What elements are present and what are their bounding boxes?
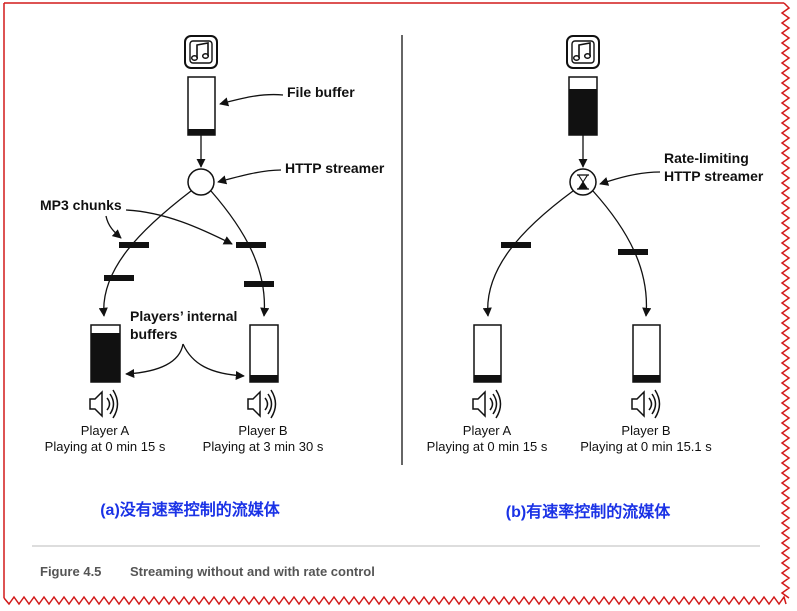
internal-buffers-label-line2: buffers <box>130 326 178 342</box>
http-streamer-node <box>187 168 215 196</box>
speaker-icon <box>89 389 119 419</box>
right-caption: (b)有速率控制的流媒体 <box>506 502 671 521</box>
speaker-icon <box>247 389 277 419</box>
player-a-status: Playing at 0 min 15 s <box>45 439 166 454</box>
left-panel: File buffer HTTP streamer MP3 chunks Pla… <box>40 35 385 519</box>
mp3-chunk <box>236 242 266 248</box>
player-a-name: Player A <box>463 423 512 438</box>
rate-limiting-streamer-node <box>569 168 597 196</box>
http-streamer-label: HTTP streamer <box>285 160 385 176</box>
player-b-name: Player B <box>238 423 287 438</box>
file-buffer-fill <box>569 89 597 135</box>
mp3-chunk <box>501 242 531 248</box>
file-buffer-fill <box>188 129 215 135</box>
music-file-icon <box>184 35 218 69</box>
music-file-icon <box>566 35 600 69</box>
file-buffer <box>187 76 216 136</box>
player-a-buffer-fill <box>474 375 501 382</box>
mp3-chunk <box>244 281 274 287</box>
rate-limiting-label-line1: Rate-limiting <box>664 150 749 166</box>
player-b-buffer-fill <box>633 375 660 382</box>
hourglass-icon <box>577 174 589 190</box>
player-a-name: Player A <box>81 423 130 438</box>
speaker-icon <box>472 389 502 419</box>
player-b-name: Player B <box>621 423 670 438</box>
speaker-icon <box>631 389 661 419</box>
page-border <box>3 2 791 606</box>
internal-buffers-label-line1: Players’ internal <box>130 308 237 324</box>
player-a-status: Playing at 0 min 15 s <box>427 439 548 454</box>
player-b-buffer-fill <box>250 375 278 382</box>
mp3-chunk <box>618 249 648 255</box>
player-b-buffer <box>632 324 661 383</box>
left-caption: (a)没有速率控制的流媒体 <box>100 500 281 519</box>
mp3-chunk <box>119 242 149 248</box>
file-buffer-label: File buffer <box>287 84 355 100</box>
rate-limiting-label-line2: HTTP streamer <box>664 168 764 184</box>
player-a-buffer <box>473 324 502 383</box>
figure-title: Streaming without and with rate control <box>130 564 375 579</box>
player-b-status: Playing at 3 min 30 s <box>203 439 324 454</box>
mp3-chunk <box>104 275 134 281</box>
player-b-buffer <box>249 324 279 383</box>
player-b-status: Playing at 0 min 15.1 s <box>580 439 712 454</box>
player-a-buffer-fill <box>91 333 120 382</box>
right-panel: Rate-limiting HTTP streamer Player A Pla… <box>427 35 764 521</box>
figure-number: Figure 4.5 <box>40 564 101 579</box>
mp3-chunks-label: MP3 chunks <box>40 197 122 213</box>
